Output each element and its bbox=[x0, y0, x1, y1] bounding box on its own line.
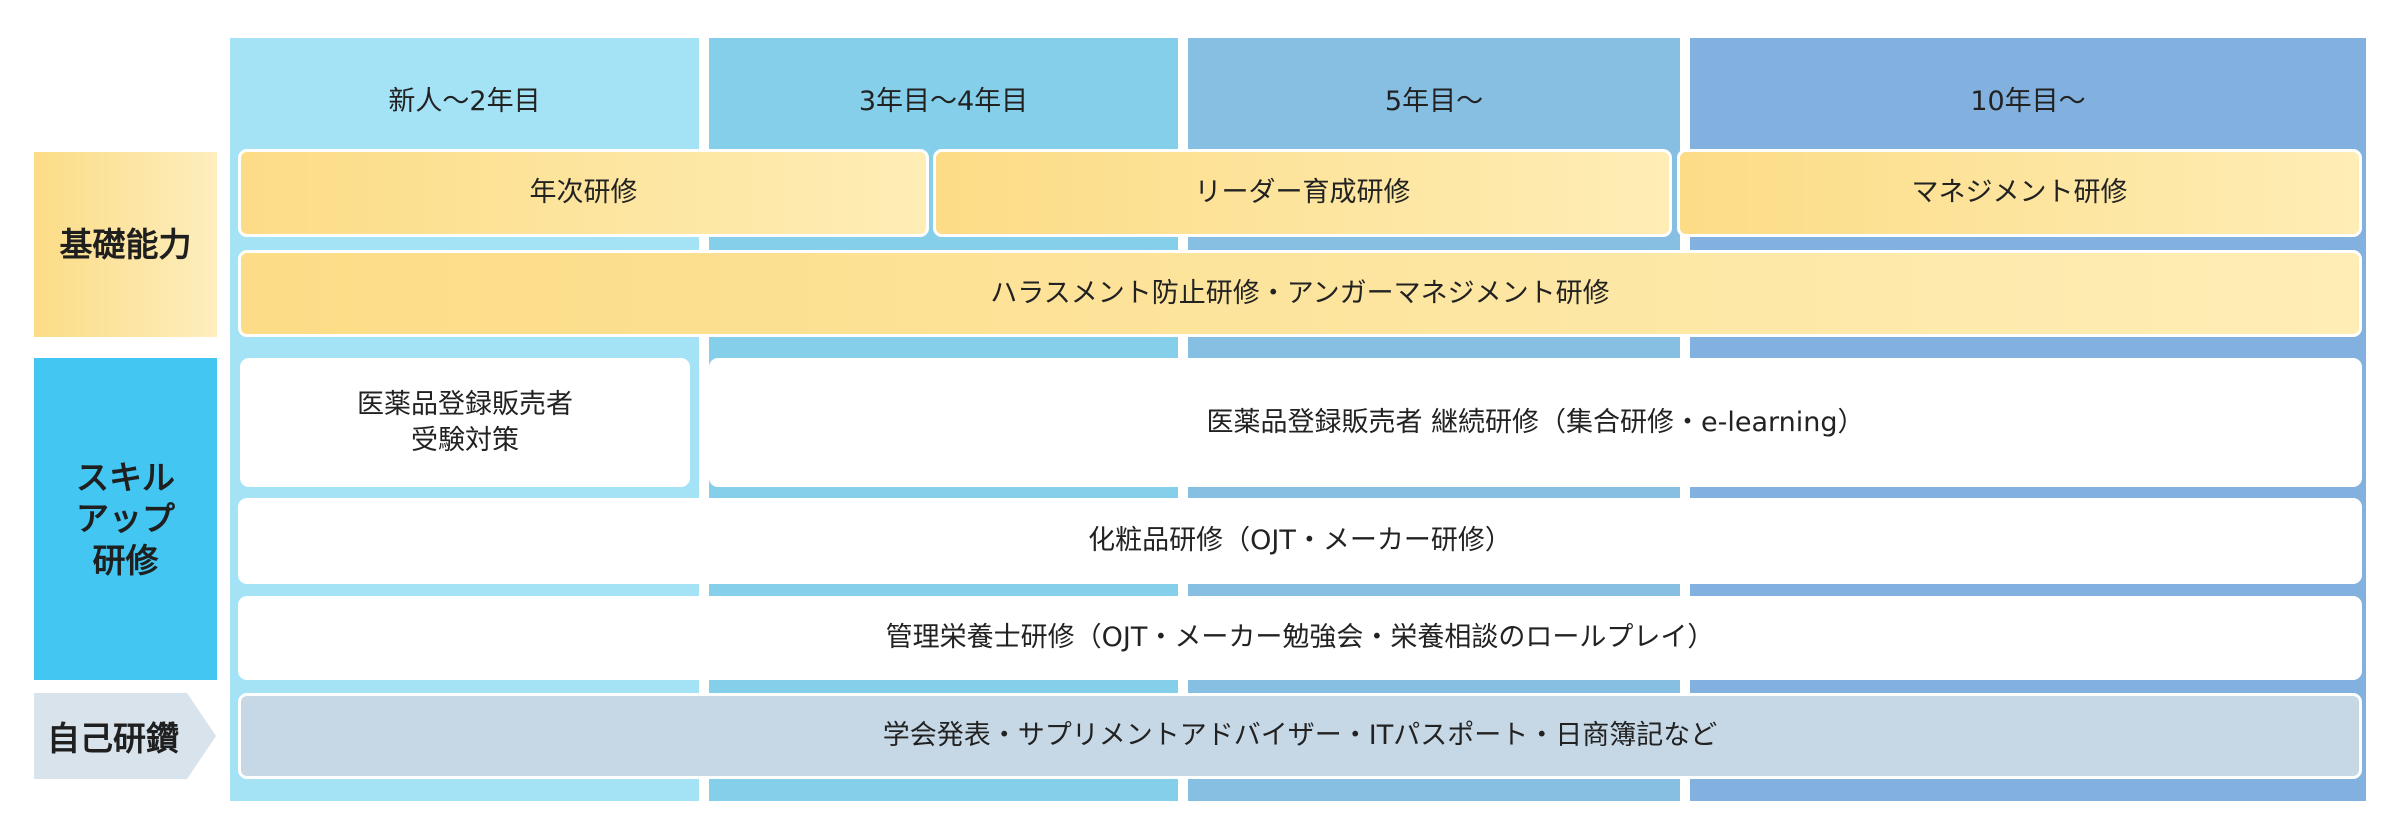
category-self-study-label: 自己研鑽 bbox=[47, 719, 179, 758]
category-self-study: 自己研鑽 bbox=[34, 693, 216, 779]
training-annual-label: 年次研修 bbox=[529, 177, 638, 209]
training-self-study: 学会発表・サプリメントアドバイザー・ITパスポート・日商簿記など bbox=[238, 693, 2362, 779]
category-basic-ability-label: 基礎能力 bbox=[59, 224, 192, 264]
category-skill-up: スキル アップ 研修 bbox=[34, 358, 217, 680]
training-self-study-label: 学会発表・サプリメントアドバイザー・ITパスポート・日商簿記など bbox=[882, 720, 1718, 752]
training-continuing: 医薬品登録販売者 継続研修（集合研修・e-learning） bbox=[709, 358, 2362, 487]
training-cosmetics: 化粧品研修（OJT・メーカー研修） bbox=[238, 498, 2362, 584]
training-harassment-label: ハラスメント防止研修・アンガーマネジメント研修 bbox=[990, 277, 1610, 309]
column-header-1: 新人〜2年目 bbox=[388, 85, 541, 117]
training-dietitian: 管理栄養士研修（OJT・メーカー勉強会・栄養相談のロールプレイ） bbox=[238, 596, 2362, 680]
training-harassment: ハラスメント防止研修・アンガーマネジメント研修 bbox=[238, 250, 2362, 337]
training-leader-label: リーダー育成研修 bbox=[1194, 177, 1411, 209]
column-header-2: 3年目〜4年目 bbox=[858, 85, 1029, 117]
training-management-label: マネジメント研修 bbox=[1911, 177, 2128, 209]
category-basic-ability: 基礎能力 bbox=[34, 152, 217, 337]
column-header-3: 5年目〜 bbox=[1384, 85, 1484, 117]
training-exam-prep-label: 医薬品登録販売者 受験対策 bbox=[357, 389, 573, 456]
category-self-study-arrow bbox=[34, 693, 216, 779]
training-leader: リーダー育成研修 bbox=[933, 149, 1672, 237]
column-header-4: 10年目〜 bbox=[1970, 85, 2086, 117]
category-skill-up-label: スキル アップ 研修 bbox=[76, 458, 175, 580]
training-management: マネジメント研修 bbox=[1677, 149, 2362, 237]
training-continuing-label: 医薬品登録販売者 継続研修（集合研修・e-learning） bbox=[1206, 406, 1865, 438]
training-exam-prep: 医薬品登録販売者 受験対策 bbox=[240, 358, 690, 487]
training-cosmetics-label: 化粧品研修（OJT・メーカー研修） bbox=[1088, 525, 1512, 557]
training-dietitian-label: 管理栄養士研修（OJT・メーカー勉強会・栄養相談のロールプレイ） bbox=[885, 622, 1715, 654]
training-annual: 年次研修 bbox=[238, 149, 929, 237]
